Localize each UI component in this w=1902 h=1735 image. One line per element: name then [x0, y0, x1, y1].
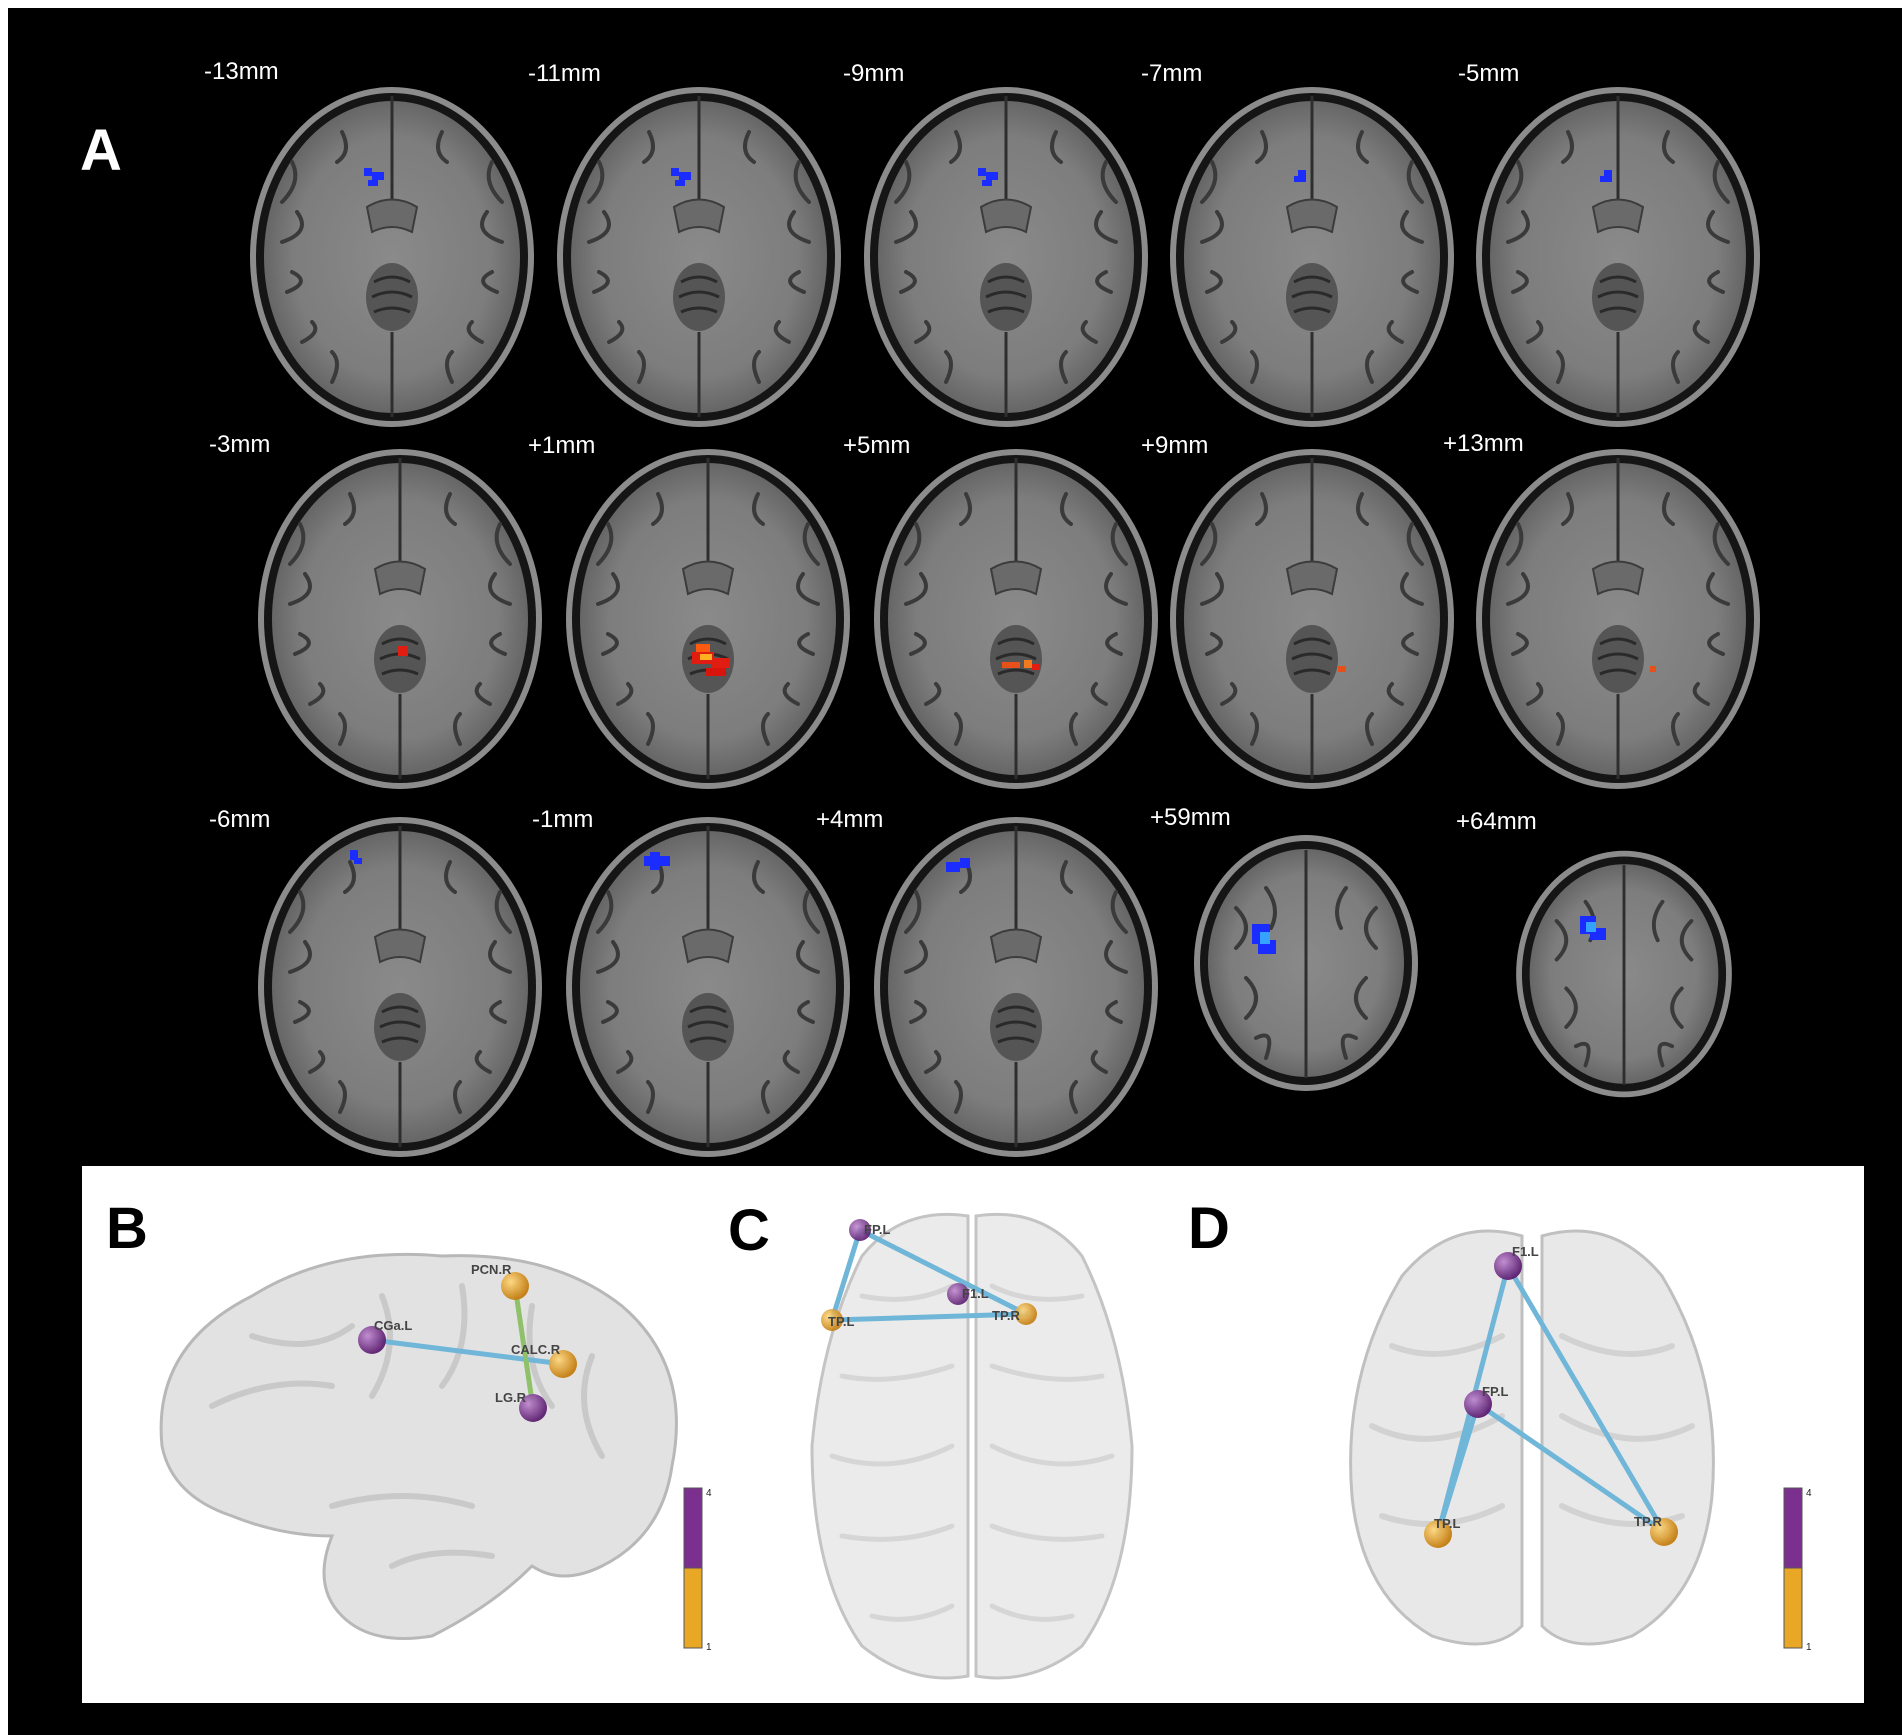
axial-slice [866, 812, 1166, 1162]
slice-label: -1mm [532, 806, 594, 833]
node-label: LG.R [495, 1390, 527, 1405]
network-edge [829, 1227, 863, 1323]
node-label: FP.L [1482, 1384, 1509, 1399]
colorbar-purple [683, 1487, 703, 1569]
figure-background: A -13mm -11mm -9mm -7mm -5mm -3mm +1mm +… [8, 8, 1902, 1735]
axial-slice [856, 82, 1156, 432]
network-node [519, 1394, 547, 1422]
slice-label: +64mm [1456, 808, 1537, 835]
sagittal-brain-outline [159, 1252, 678, 1640]
network-node [501, 1272, 529, 1300]
colorbar-purple [1783, 1487, 1803, 1569]
network-edge [1475, 1401, 1667, 1535]
axial-slice [558, 444, 858, 794]
network-edge [857, 1227, 1029, 1317]
axial-slice [242, 82, 542, 432]
slice-label: -13mm [204, 58, 279, 85]
panel-b-letter: B [106, 1196, 148, 1261]
axial-slice [866, 444, 1166, 794]
node-label: TP.L [1434, 1516, 1461, 1531]
colorbar-yellow [1783, 1567, 1803, 1649]
axial-slice [1162, 82, 1462, 432]
node-label: TP.R [1634, 1514, 1663, 1529]
colorbar-max: 4 [1806, 1488, 1812, 1499]
node-label: FP.L [864, 1222, 891, 1237]
slice-label: +4mm [816, 806, 884, 833]
slice-label: +1mm [528, 432, 596, 459]
node-label: F1.L [1512, 1244, 1539, 1259]
slice-label: +5mm [843, 432, 911, 459]
node-label: F1.L [962, 1286, 989, 1301]
network-node [821, 1309, 843, 1331]
network-node [1015, 1303, 1037, 1325]
axial-slice [1162, 444, 1462, 794]
network-edge [369, 1337, 566, 1367]
panel-d-letter: D [1188, 1196, 1230, 1261]
network-edge [829, 1311, 1029, 1323]
node-label: PCN.R [471, 1262, 512, 1277]
slice-label: +9mm [1141, 432, 1209, 459]
panel-c-letter: C [728, 1198, 770, 1263]
node-label: TP.L [828, 1314, 855, 1329]
axial-slice [1468, 82, 1768, 432]
network-node [1424, 1520, 1452, 1548]
network-node [849, 1219, 871, 1241]
degree-colorbar: 4 1 [1783, 1487, 1812, 1653]
colorbar-min: 1 [706, 1642, 712, 1653]
dorsal-brain-network: FP.L F1.L TP.L TP.R [810, 1212, 1134, 1680]
colorbar-max: 4 [706, 1488, 712, 1499]
network-node [1464, 1390, 1492, 1418]
network-node [1494, 1252, 1522, 1280]
network-edge [512, 1283, 536, 1411]
network-node [549, 1350, 577, 1378]
network-node [947, 1283, 969, 1305]
panel-a-letter: A [80, 118, 122, 183]
node-label: TP.R [992, 1308, 1021, 1323]
axial-slice [558, 812, 858, 1162]
slice-label: -9mm [843, 60, 905, 87]
network-panel: B C D CGa.L PCN.R CALC.R LG.R 4 1 [82, 1166, 1864, 1703]
network-node [358, 1326, 386, 1354]
slice-label: +13mm [1443, 430, 1524, 457]
node-label: CGa.L [374, 1318, 412, 1333]
axial-slice [250, 812, 550, 1162]
slice-label: -6mm [209, 806, 271, 833]
axial-slice [1468, 444, 1768, 794]
colorbar-yellow [683, 1567, 703, 1649]
axial-slice [250, 444, 550, 794]
slice-label: -5mm [1458, 60, 1520, 87]
axial-slice-superior [1186, 828, 1426, 1098]
slice-label: -11mm [528, 60, 601, 87]
axial-slice-superior [1504, 844, 1744, 1104]
network-edge [1435, 1401, 1481, 1537]
colorbar-min: 1 [1806, 1642, 1812, 1653]
slice-label: -7mm [1141, 60, 1203, 87]
network-edge [1505, 1263, 1667, 1535]
degree-colorbar: 4 1 [683, 1487, 712, 1653]
node-label: CALC.R [511, 1342, 561, 1357]
network-node [1650, 1518, 1678, 1546]
slice-label: -3mm [209, 431, 271, 458]
sagittal-brain-network: CGa.L PCN.R CALC.R LG.R [159, 1252, 678, 1640]
coronal-brain-network: F1.L FP.L TP.L TP.R [1349, 1229, 1715, 1646]
slice-label: +59mm [1150, 804, 1231, 831]
axial-slice [549, 82, 849, 432]
